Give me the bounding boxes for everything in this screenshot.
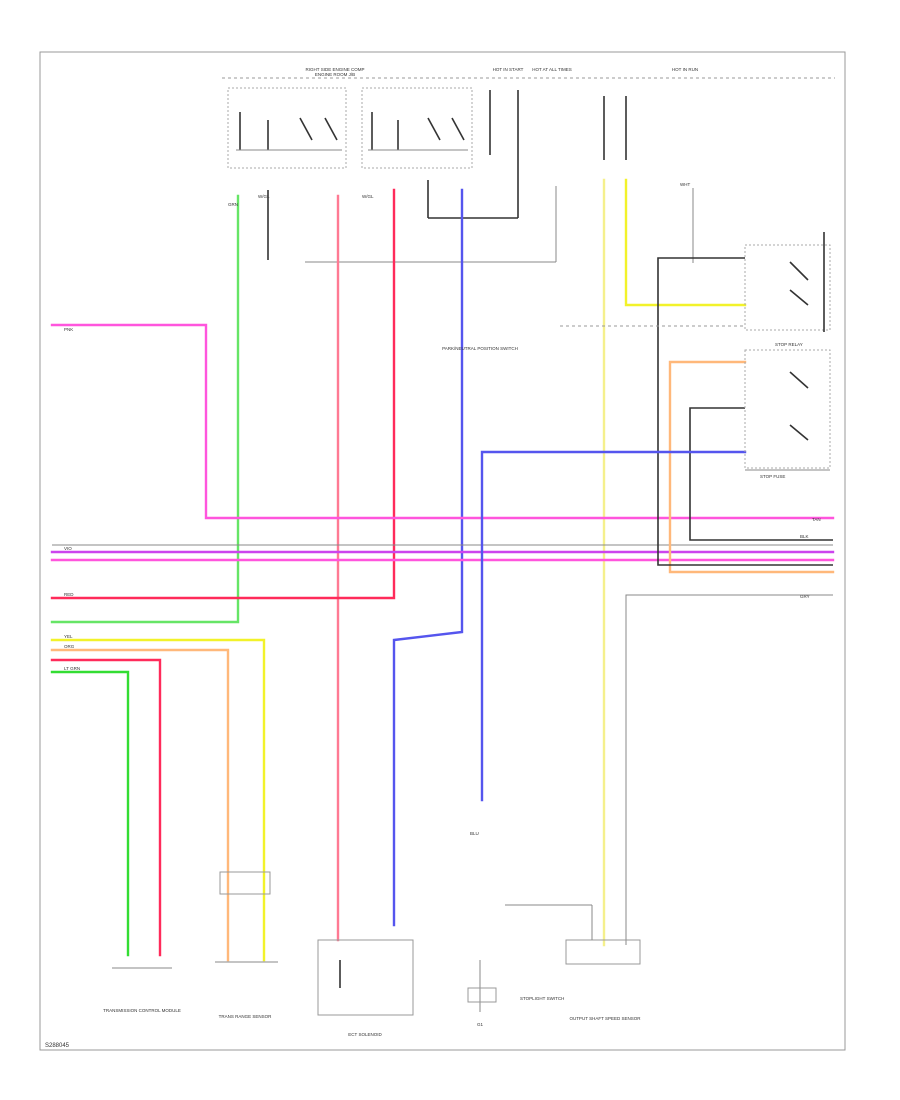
label-transmission-ecm: TRANSMISSION CONTROL MODULE bbox=[103, 1008, 181, 1013]
label-stop-relay: STOP RELAY bbox=[775, 342, 803, 347]
wire-magenta-loop bbox=[50, 323, 835, 520]
relay-box-right bbox=[361, 87, 473, 169]
label-stop-fuse: STOP FUSE bbox=[760, 474, 785, 479]
wire-green-vertical bbox=[50, 194, 240, 624]
wire-label-lt-grn: LT GRN bbox=[64, 666, 80, 671]
wire-gray-right bbox=[625, 594, 833, 945]
wire-yellow-relay bbox=[624, 178, 747, 307]
wire-label-pnk: PNK bbox=[64, 327, 73, 332]
wire-label-blk: BLK bbox=[800, 534, 809, 539]
wire-label-vio: VIO bbox=[64, 546, 72, 551]
component-output-shaft-sensor: OUTPUT SHAFT SPEED SENSOR bbox=[505, 904, 641, 1021]
wire-label-red: RED bbox=[64, 592, 74, 597]
wire-label-yel: YEL bbox=[64, 634, 73, 639]
relay-box-left bbox=[227, 87, 347, 169]
wire-orange-lower bbox=[50, 648, 230, 962]
wire-green-lower bbox=[50, 670, 130, 957]
label-output-shaft-sensor: OUTPUT SHAFT SPEED SENSOR bbox=[569, 1016, 641, 1021]
top-label-left-fuse-box: RIGHT SIDE ENGINE COMP bbox=[306, 67, 365, 72]
stop-relay-block bbox=[744, 232, 831, 332]
stop-fuse-block: STOP RELAY STOP FUSE bbox=[744, 342, 831, 479]
wire-blue-vertical bbox=[392, 188, 464, 927]
top-label-hot-at-all-times: HOT AT ALL TIMES bbox=[532, 67, 572, 72]
label-trans-range-sensor: TRANS RANGE SENSOR bbox=[219, 1014, 273, 1019]
wire-red-lower bbox=[50, 658, 162, 957]
wire-label-wht: WHT bbox=[680, 182, 690, 187]
wire-label-grn: GRN bbox=[228, 202, 238, 207]
diagram-code: S288045 bbox=[45, 1043, 70, 1049]
wire-label-blu: BLU bbox=[470, 831, 479, 836]
diagram-border bbox=[39, 51, 846, 1051]
wire-black-right-2 bbox=[657, 257, 833, 566]
component-trans-range-sensor: TRANS RANGE SENSOR bbox=[215, 871, 278, 1019]
wire-blue-right bbox=[480, 450, 747, 802]
label-pnp-switch: PARK/NEUTRAL POSITION SWITCH bbox=[442, 346, 518, 351]
wire-label-tan: TAN bbox=[812, 517, 821, 522]
label-stoplight-switch: STOPLIGHT SWITCH bbox=[520, 996, 564, 1001]
label-ground: G1 bbox=[477, 1022, 484, 1027]
wire-orange-right bbox=[668, 360, 835, 574]
wire-black-right-1 bbox=[689, 407, 833, 541]
wire-yellow-lower bbox=[50, 638, 266, 962]
top-label-hot-in-run: HOT IN RUN bbox=[672, 67, 698, 72]
wire-label-org: ORG bbox=[64, 644, 75, 649]
top-label-eng-relay: ENGINE ROOM J/B bbox=[315, 72, 355, 77]
component-transmission-ecm: TRANSMISSION CONTROL MODULE bbox=[103, 967, 181, 1013]
top-label-hot-in-start: HOT IN START bbox=[493, 67, 524, 72]
label-ect-solenoid: ECT SOLENOID bbox=[348, 1032, 382, 1037]
component-stoplight-switch: STOPLIGHT SWITCH G1 bbox=[467, 960, 564, 1027]
wire-label-w-gl-1: W/GL bbox=[258, 194, 270, 199]
wire-label-w-gl-2: W/GL bbox=[362, 194, 374, 199]
component-ect-solenoid: ECT SOLENOID bbox=[317, 939, 414, 1037]
wire-label-gry: GRY bbox=[800, 594, 810, 599]
wire-red-vertical bbox=[50, 188, 396, 600]
